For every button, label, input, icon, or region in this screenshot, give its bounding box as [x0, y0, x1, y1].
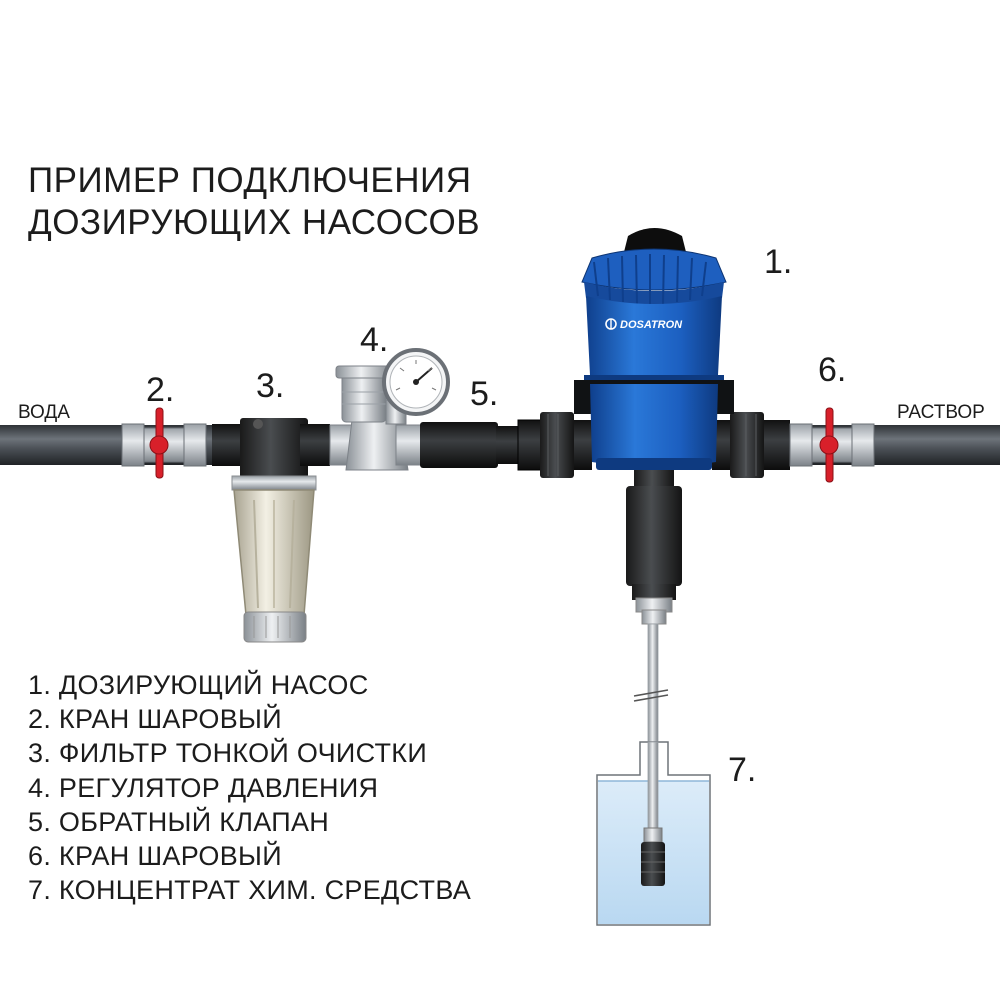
legend-list: 1. ДОЗИРУЮЩИЙ НАСОС 2. КРАН ШАРОВЫЙ 3. Ф… [28, 668, 471, 907]
ball-valve-2 [121, 407, 207, 479]
union-left [517, 412, 592, 478]
marker-5: 5. [470, 375, 499, 413]
legend-item: 3. ФИЛЬТР ТОНКОЙ ОЧИСТКИ [28, 738, 428, 769]
ball-valve-6 [789, 407, 875, 483]
pump-suction-body [626, 470, 682, 625]
outlet-label: РАСТВОР [897, 402, 985, 423]
marker-6: 6. [818, 351, 847, 389]
marker-2: 2. [146, 371, 175, 409]
diagram-title: ПРИМЕР ПОДКЛЮЧЕНИЯ ДОЗИРУЮЩИХ НАСОСОВ [28, 160, 480, 244]
legend-item: 6. КРАН ШАРОВЫЙ [28, 841, 282, 872]
marker-4: 4. [360, 321, 389, 359]
check-valve-5 [420, 422, 518, 468]
union-right [712, 412, 790, 478]
legend-item: 2. КРАН ШАРОВЫЙ [28, 704, 282, 735]
legend-item: 5. ОБРАТНЫЙ КЛАПАН [28, 806, 330, 837]
marker-7: 7. [728, 751, 757, 789]
pump-brand-text: DOSATRON [620, 319, 683, 331]
title-line-1: ПРИМЕР ПОДКЛЮЧЕНИЯ [28, 161, 472, 200]
legend-item: 1. ДОЗИРУЮЩИЙ НАСОС [28, 670, 369, 700]
marker-1: 1. [764, 243, 793, 281]
pressure-regulator-4 [329, 348, 450, 471]
marker-3: 3. [256, 367, 285, 405]
dosing-pump-1 [574, 228, 734, 470]
inlet-label: ВОДА [18, 402, 70, 423]
legend-item: 4. РЕГУЛЯТОР ДАВЛЕНИЯ [28, 772, 379, 803]
fine-filter-3 [212, 418, 330, 643]
title-line-2: ДОЗИРУЮЩИХ НАСОСОВ [28, 203, 481, 242]
legend-item: 7. КОНЦЕНТРАТ ХИМ. СРЕДСТВА [28, 875, 472, 906]
concentrate-tank-7 [596, 741, 711, 926]
